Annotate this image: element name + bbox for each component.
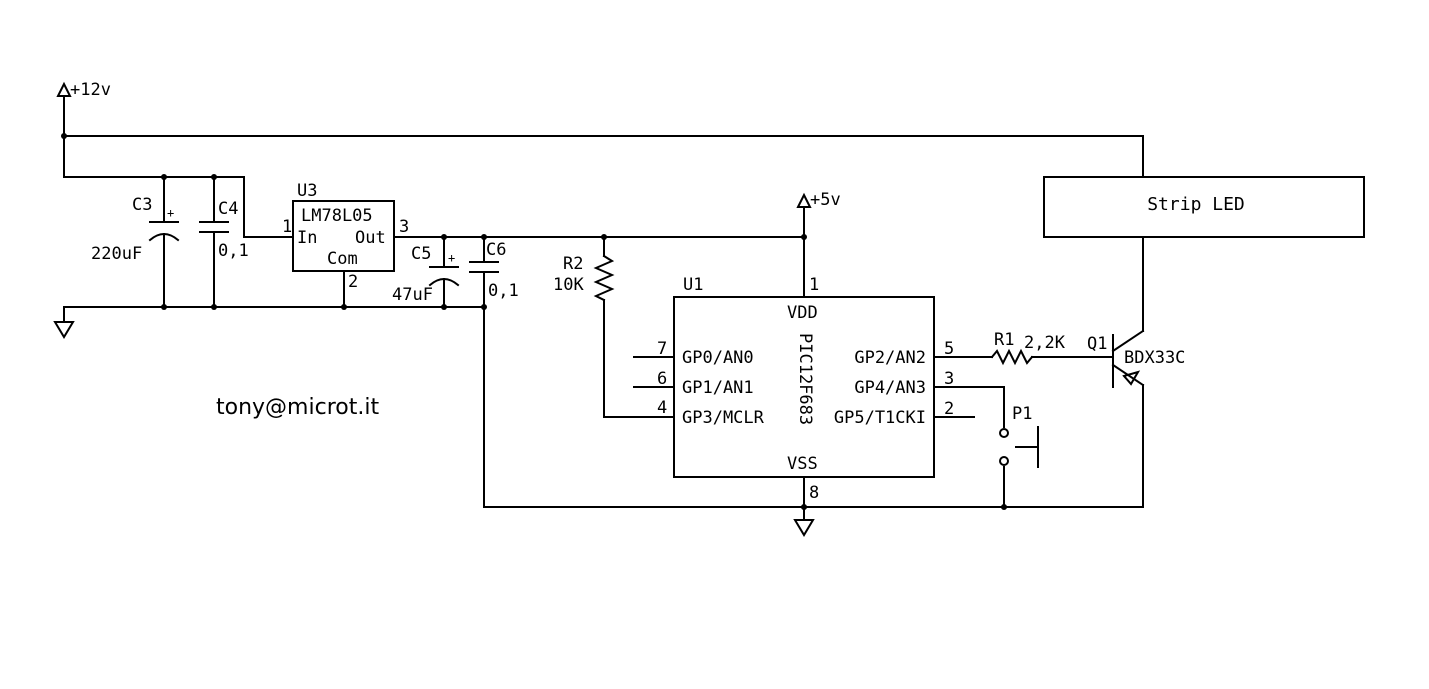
wire-ground-rail [63, 306, 1144, 508]
microcontroller-u1: U1 1 VDD VSS 8 PIC12F683 7 6 4 GP0/AN0 G… [633, 275, 1005, 521]
u3-pin-in: 1 [282, 217, 292, 237]
capacitor-c5: + C5 47uF [392, 236, 460, 308]
pushbutton-p1: P1 [999, 386, 1039, 508]
u1-pin-vdd: 1 [809, 275, 819, 295]
c3-ref: C3 [132, 195, 152, 215]
resistor-r1: R1 2,2K [990, 330, 1114, 366]
u1-right-pin-name: GP2/AN2 [854, 348, 926, 368]
regulator-u3: U3 LM78L05 In Out Com 1 3 2 [282, 181, 409, 308]
r2-value: 10K [553, 275, 584, 295]
c4-value: 0,1 [218, 241, 249, 261]
junction-dot [61, 133, 67, 139]
u1-right-pin-number: 5 [944, 339, 954, 359]
wire-12v-rail [63, 135, 1144, 238]
u3-com-label: Com [327, 249, 358, 269]
u1-left-pin-number: 6 [657, 369, 667, 389]
transistor-q1: Q1 BDX33C [1087, 236, 1185, 508]
p1-ref: P1 [1012, 404, 1032, 424]
c3-value: 220uF [91, 244, 142, 264]
u1-part: PIC12F683 [795, 333, 815, 425]
u1-pin-vss: 8 [809, 483, 819, 503]
u3-pin-out: 3 [399, 217, 409, 237]
u1-right-pin-number: 2 [944, 399, 954, 419]
q1-part: BDX33C [1124, 348, 1185, 368]
c5-ref: C5 [411, 244, 431, 264]
supply-5v-label: +5v [810, 190, 841, 210]
c5-value: 47uF [392, 285, 433, 305]
u3-out-label: Out [355, 228, 386, 248]
u1-vss-label: VSS [787, 454, 818, 474]
u1-left-pin-number: 4 [657, 398, 667, 418]
u3-part: LM78L05 [301, 206, 373, 226]
u3-in-label: In [297, 228, 317, 248]
resistor-r2: R2 10K [553, 236, 675, 418]
junction-dot [1001, 504, 1007, 510]
ground-symbol-u1 [793, 519, 815, 537]
c5-polarity-mark: + [448, 251, 455, 265]
r1-ref: R1 [994, 330, 1014, 350]
u1-ref: U1 [683, 275, 703, 295]
r2-ref: R2 [563, 254, 583, 274]
wire-5v-rail [393, 206, 805, 298]
u1-left-pin-number: 7 [657, 339, 667, 359]
author-email: tony@microt.it [216, 395, 379, 420]
u1-left-pin-name: GP1/AN1 [682, 378, 754, 398]
c3-polarity-mark: + [167, 206, 174, 220]
supply-12v-label: +12v [70, 80, 111, 100]
u1-left-pin-name: GP3/MCLR [682, 408, 765, 428]
capacitor-c6: C6 0,1 [469, 236, 519, 308]
supply-5v-symbol: +5v [796, 190, 841, 210]
c6-ref: C6 [486, 240, 506, 260]
capacitor-c4: C4 0,1 [199, 176, 249, 308]
supply-12v-symbol: +12v [56, 80, 111, 137]
u1-right-pin-name: GP4/AN3 [854, 378, 926, 398]
r1-value: 2,2K [1024, 333, 1066, 353]
u3-ref: U3 [297, 181, 317, 201]
u1-right-pin-number: 3 [944, 369, 954, 389]
u3-pin-com: 2 [348, 272, 358, 292]
u1-right-pin-name: GP5/T1CKI [834, 408, 926, 428]
junction-dot [801, 504, 807, 510]
c4-ref: C4 [218, 199, 238, 219]
strip-led-label: Strip LED [1147, 194, 1245, 215]
junction-dot [801, 234, 807, 240]
c6-value: 0,1 [488, 281, 519, 301]
capacitor-c3: + C3 220uF [91, 176, 180, 308]
u1-left-pin-name: GP0/AN0 [682, 348, 754, 368]
ground-symbol-left [53, 321, 75, 339]
strip-led-load: Strip LED [1043, 176, 1365, 238]
u1-vdd-label: VDD [787, 303, 818, 323]
q1-ref: Q1 [1087, 334, 1107, 354]
